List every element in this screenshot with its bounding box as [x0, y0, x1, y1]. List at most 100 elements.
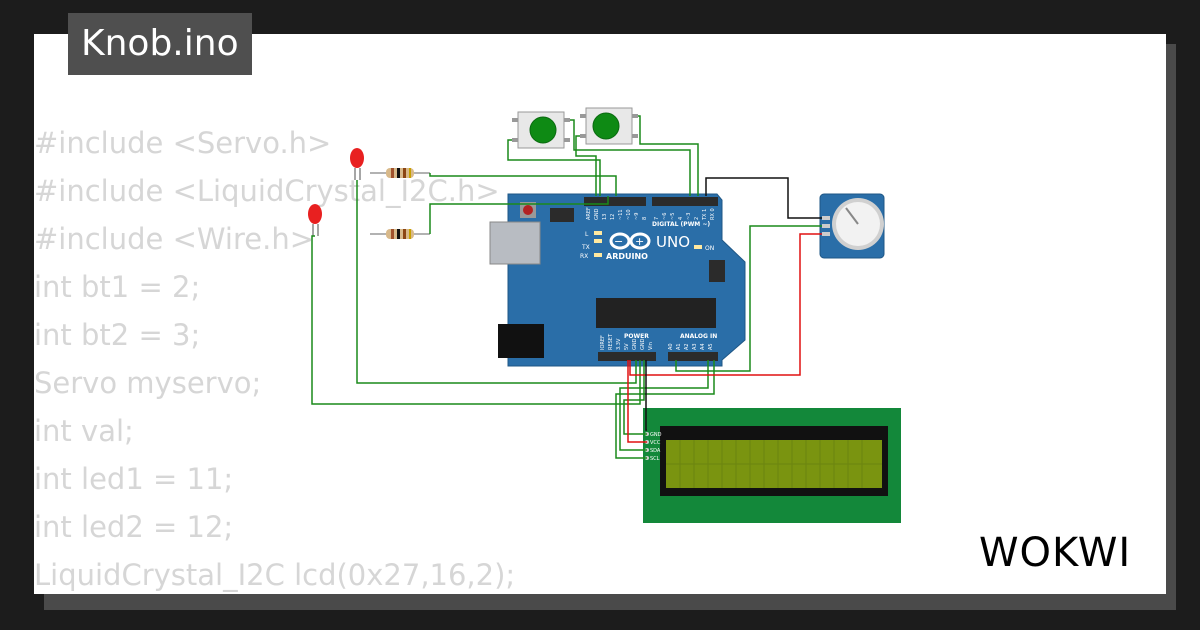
pin-label-gnd2: GND — [640, 338, 646, 350]
board-model-label: UNO — [656, 233, 690, 251]
wire-pot-a0 — [675, 225, 822, 372]
pushbutton-2[interactable] — [580, 107, 638, 145]
red-led-1 — [350, 148, 364, 180]
code-line: int led2 = 12; — [34, 510, 234, 544]
code-line: int bt1 = 2; — [34, 270, 201, 304]
pushbutton-2-cap[interactable] — [592, 112, 620, 140]
arduino-uno-board: − + UNO ARDUINO DIGITAL (PWM ~) ANALOG I… — [489, 193, 746, 367]
pin-label-a0: A0 — [668, 343, 674, 350]
digital-header-high — [584, 197, 646, 206]
l-label: L — [585, 231, 589, 238]
pin-label-d13: 13 — [602, 214, 608, 220]
code-line: #include <Wire.h> — [34, 222, 315, 256]
lcd-1602-i2c: GND VCC SDA SCL — [643, 408, 901, 523]
aref-label: AREF — [586, 207, 592, 220]
svg-text:−: − — [614, 235, 623, 248]
digital-header-low — [652, 197, 718, 206]
power-header-label: POWER — [624, 333, 649, 340]
wokwi-logo: WOKWI — [979, 530, 1131, 576]
reset-button-cap[interactable] — [523, 205, 533, 215]
led-l — [594, 231, 602, 235]
tx-label: TX — [581, 244, 590, 251]
atmega-chip — [596, 298, 716, 328]
wire-lcd-scl — [615, 360, 715, 459]
potentiometer-knob-indicator[interactable] — [845, 207, 859, 225]
wire-btn2-gnd — [575, 135, 597, 196]
code-preview: #include <Servo.h> #include <LiquidCryst… — [34, 119, 515, 599]
led-tx — [594, 239, 602, 243]
power-header — [598, 352, 656, 361]
pin-label-a3: A3 — [692, 343, 698, 350]
wire-lcd-gnd — [623, 360, 647, 435]
code-line: int val; — [34, 414, 134, 448]
wires — [311, 115, 822, 459]
lcd-pin-sda: SDA — [650, 448, 661, 454]
pin-label-d5: ~5 — [670, 213, 676, 220]
pin-label-d7: 7 — [654, 217, 660, 220]
wokwi-logo-text: WOKWI — [979, 530, 1131, 576]
pin-label-d3: ~3 — [686, 213, 692, 220]
pin-label-a2: A2 — [684, 343, 690, 350]
pin-label-d0: RX 0 — [710, 208, 716, 220]
wire-lcd-sda — [619, 360, 709, 451]
code-line: #include <LiquidCrystal_I2C.h> — [34, 174, 500, 208]
wire-led2-d12 — [429, 196, 609, 234]
analog-header — [668, 352, 718, 361]
pushbutton-1[interactable] — [512, 111, 570, 149]
pushbutton-1-cap[interactable] — [529, 116, 557, 144]
pin-label-d4: 4 — [678, 217, 684, 220]
pin-label-d1: TX 1 — [702, 209, 708, 221]
led-rx — [594, 253, 602, 257]
lcd-pin-scl: SCL — [650, 456, 660, 462]
wire-btn1-d3 — [570, 119, 691, 196]
pin-label-d8: 8 — [642, 217, 648, 220]
lcd-pin-vcc: VCC — [650, 440, 661, 446]
wire-led1-d11 — [429, 173, 617, 196]
gnd-label: GND — [594, 208, 600, 220]
wire-lcd-vcc — [627, 360, 647, 443]
code-line: #include <Servo.h> — [34, 126, 332, 160]
pin-label-d10: ~10 — [626, 209, 632, 220]
digital-header-label: DIGITAL (PWM ~) — [652, 221, 710, 228]
lcd-pin-gnd: GND — [650, 432, 662, 438]
on-label: ON — [705, 245, 714, 252]
pin-label-5v: 5V — [624, 343, 630, 350]
pin-label-vin: Vin — [648, 342, 654, 350]
pin-label-3v3: 3.3V — [616, 338, 622, 350]
pin-label-d2: 2 — [694, 217, 700, 220]
wire-pot-5v — [629, 233, 822, 376]
code-line: int led1 = 11; — [34, 462, 234, 496]
arduino-infinity-logo: − + — [609, 232, 651, 250]
resistor-1 — [370, 168, 430, 178]
board-brand-label: ARDUINO — [606, 252, 648, 261]
wire-led2-gnd — [311, 235, 641, 405]
pin-label-gnd1: GND — [632, 338, 638, 350]
pin-label-a1: A1 — [676, 343, 682, 350]
wire-btn2-d2 — [638, 115, 699, 196]
resistor-2 — [370, 229, 430, 239]
potentiometer[interactable] — [819, 193, 885, 259]
led-on — [694, 245, 702, 249]
rx-label: RX — [580, 253, 588, 260]
pin-label-d9: ~9 — [634, 213, 640, 220]
icsp2-header — [550, 208, 574, 222]
wire-btn1-gnd — [507, 139, 601, 196]
code-line: int bt2 = 3; — [34, 318, 201, 352]
pin-label-a4: A4 — [700, 343, 706, 350]
project-title: Knob.ino — [68, 13, 252, 75]
pin-label-d6: ~6 — [662, 213, 668, 220]
power-jack — [498, 324, 544, 358]
pin-label-d12: 12 — [610, 214, 616, 220]
wire-led1-gnd — [356, 180, 637, 384]
pin-label-ioref: IOREF — [600, 335, 606, 350]
pin-label-a5: A5 — [708, 343, 714, 350]
analog-header-label: ANALOG IN — [680, 333, 717, 340]
icsp-header — [709, 260, 725, 282]
code-line: Servo myservo; — [34, 366, 262, 400]
usb-port — [489, 221, 541, 265]
wire-pot-gnd — [705, 177, 822, 219]
wire-lcd-ground-return — [645, 360, 647, 431]
pin-label-d11: ~11 — [618, 209, 624, 220]
code-line: LiquidCrystal_I2C lcd(0x27,16,2); — [34, 558, 516, 592]
